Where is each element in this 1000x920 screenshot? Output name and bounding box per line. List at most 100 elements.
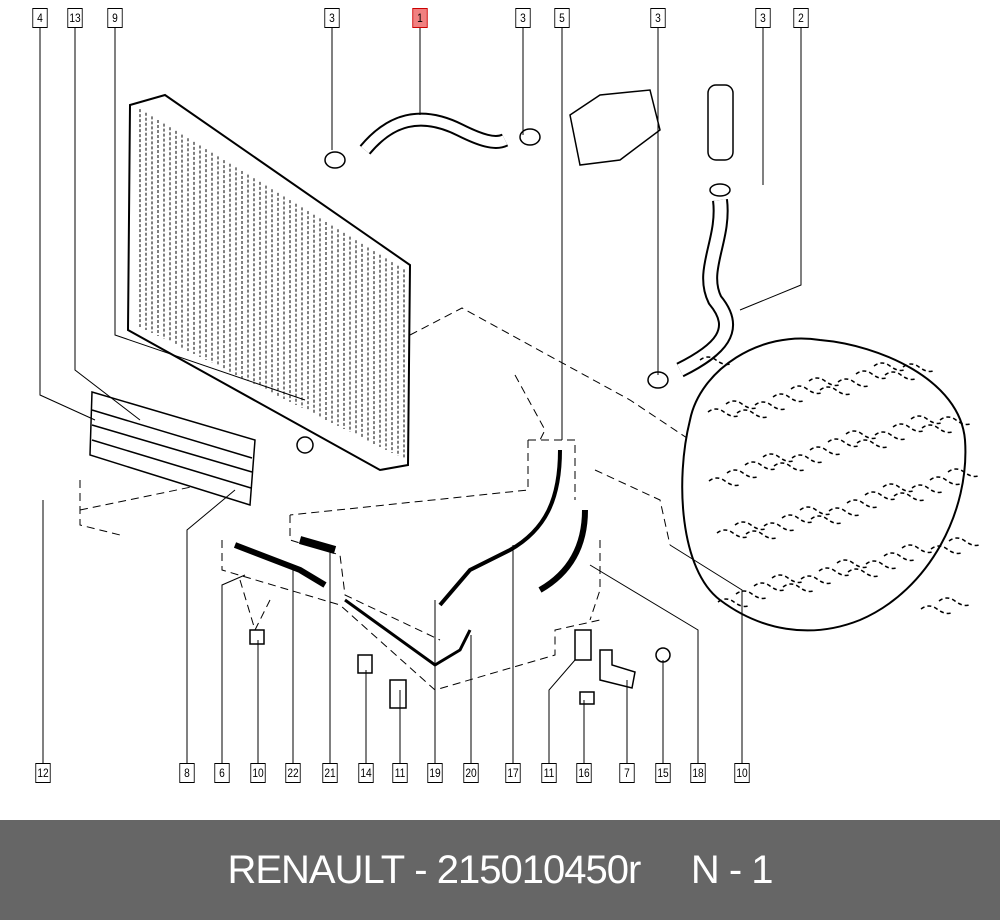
casting-texture [753, 582, 785, 592]
casting-texture [884, 371, 916, 381]
callout-bottom-11[interactable]: 11 [541, 763, 557, 783]
casting-texture [855, 370, 887, 380]
casting-texture [809, 446, 841, 456]
casting-texture [948, 537, 980, 547]
casting-texture [744, 461, 776, 471]
casting-texture [799, 506, 831, 516]
casting-texture [893, 492, 925, 502]
callout-bottom-9[interactable]: 20 [463, 763, 479, 783]
callout-top-3[interactable]: 3 [324, 8, 340, 28]
callout-top-0[interactable]: 4 [32, 8, 48, 28]
casting-texture [836, 559, 868, 569]
footer-brand: RENAULT [227, 847, 405, 892]
casting-texture [827, 438, 859, 448]
casting-texture [883, 552, 915, 562]
casting-texture [725, 400, 757, 410]
casting-texture [819, 386, 851, 396]
diagram-drawing [39, 27, 980, 763]
casting-texture [873, 362, 905, 372]
callout-bottom-4[interactable]: 22 [285, 763, 301, 783]
casting-texture [781, 514, 813, 524]
casting-texture [735, 590, 767, 600]
callout-bottom-8[interactable]: 19 [427, 763, 443, 783]
casting-texture [930, 545, 962, 555]
casting-texture [911, 484, 943, 494]
callout-bottom-16[interactable]: 10 [734, 763, 750, 783]
parts-diagram: 4 13 9 3 1 3 5 3 3 2 12 8 6 10 22 21 14 … [32, 8, 980, 783]
leader-line [186, 489, 236, 763]
oil-cooler [89, 391, 256, 506]
callout-bottom-14[interactable]: 15 [655, 763, 671, 783]
leader-line [739, 27, 802, 311]
casting-texture [864, 491, 896, 501]
casting-texture [791, 454, 823, 464]
casting-texture [874, 431, 906, 441]
callout-top-4-highlighted[interactable]: 1 [412, 8, 428, 28]
casting-texture [856, 439, 888, 449]
casting-texture [902, 363, 934, 373]
callout-top-7[interactable]: 3 [650, 8, 666, 28]
leader-line [221, 574, 246, 763]
callout-bottom-12[interactable]: 16 [576, 763, 592, 783]
footer-bar: RENAULT - 215010450r N - 1 [0, 820, 1000, 920]
callout-bottom-15[interactable]: 18 [690, 763, 706, 783]
thermostat-housing [569, 84, 734, 166]
casting-texture [707, 408, 739, 418]
footer-sep: - [404, 847, 437, 892]
casting-texture [865, 560, 897, 570]
casting-texture [837, 378, 869, 388]
radiator [126, 93, 412, 472]
callout-bottom-5[interactable]: 21 [322, 763, 338, 783]
clamps [249, 128, 731, 709]
leader-line [589, 564, 699, 763]
callout-bottom-7[interactable]: 11 [392, 763, 408, 783]
casting-texture [939, 416, 971, 426]
casting-texture [745, 530, 777, 540]
casting-texture [762, 453, 794, 463]
casting-texture [716, 529, 748, 539]
callout-top-9[interactable]: 2 [793, 8, 809, 28]
casting-texture [828, 507, 860, 517]
casting-texture [763, 522, 795, 532]
callout-top-2[interactable]: 9 [107, 8, 123, 28]
callout-bottom-6[interactable]: 14 [358, 763, 374, 783]
casting-texture [772, 393, 804, 403]
casting-texture [921, 424, 953, 434]
hoses [233, 112, 734, 667]
casting-texture [736, 409, 768, 419]
callout-top-8[interactable]: 3 [755, 8, 771, 28]
casting-texture [800, 575, 832, 585]
casting-texture [947, 468, 979, 478]
callout-top-6[interactable]: 5 [554, 8, 570, 28]
leader-line [39, 27, 96, 421]
casting-texture [810, 515, 842, 525]
leader-line [74, 27, 141, 421]
leader-line [669, 544, 743, 763]
casting-texture [929, 476, 961, 486]
radiator-fins [139, 109, 405, 459]
casting-texture [782, 583, 814, 593]
casting-texture [754, 401, 786, 411]
casting-texture [882, 483, 914, 493]
callout-top-1[interactable]: 13 [67, 8, 83, 28]
casting-texture [901, 544, 933, 554]
casting-texture [818, 567, 850, 577]
callout-top-5[interactable]: 3 [515, 8, 531, 28]
callout-bottom-2[interactable]: 6 [214, 763, 230, 783]
casting-texture [910, 415, 942, 425]
casting-texture [790, 385, 822, 395]
casting-texture [708, 477, 740, 487]
callout-bottom-1[interactable]: 8 [179, 763, 195, 783]
transmission [681, 337, 980, 632]
casting-texture [847, 568, 879, 578]
casting-texture [726, 469, 758, 479]
footer-part-number: 215010450r [436, 847, 642, 892]
callout-bottom-3[interactable]: 10 [250, 763, 266, 783]
callout-bottom-10[interactable]: 17 [505, 763, 521, 783]
casting-texture [846, 499, 878, 509]
callout-bottom-0[interactable]: 12 [35, 763, 51, 783]
leader-line [548, 659, 576, 763]
casting-texture [734, 521, 766, 531]
callout-bottom-13[interactable]: 7 [619, 763, 635, 783]
casting-texture [920, 605, 952, 615]
